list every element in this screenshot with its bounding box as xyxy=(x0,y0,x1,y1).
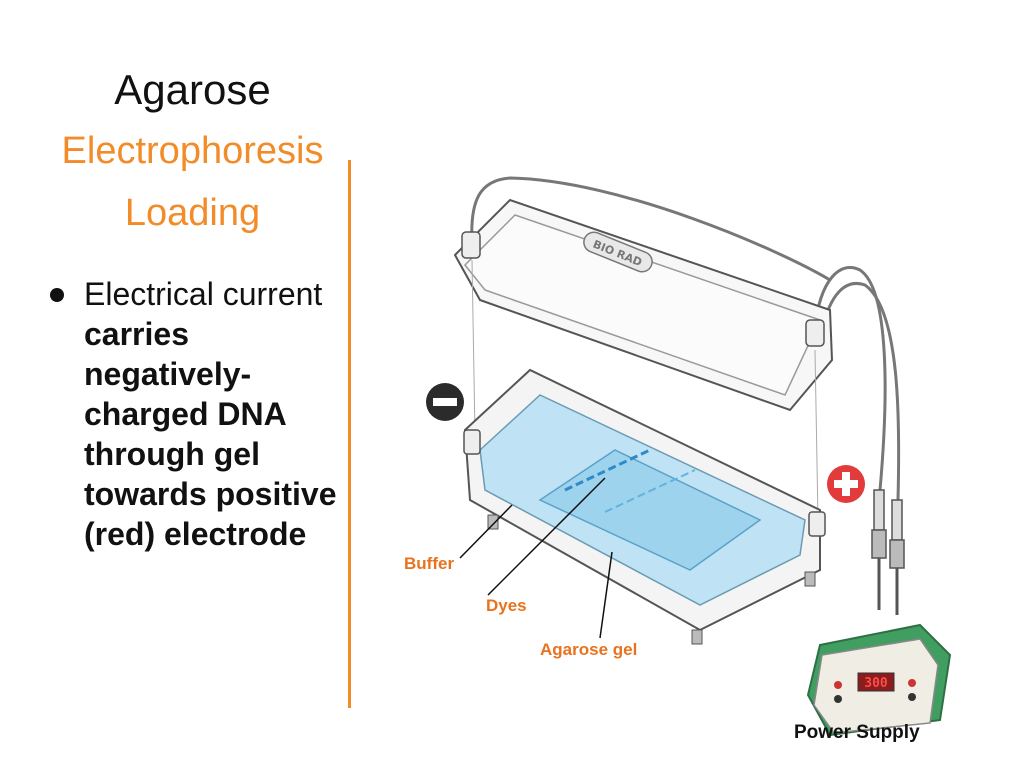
lid-post-right xyxy=(805,319,825,347)
tray-foot-3 xyxy=(804,571,816,587)
buffer-pointer-line xyxy=(459,504,513,559)
power-supply-device: 300 xyxy=(806,623,952,737)
electrophoresis-diagram: BIO RAD xyxy=(360,160,980,765)
tray-post-left xyxy=(463,429,481,455)
dyes-pointer-line xyxy=(487,477,606,596)
positive-electrode-icon xyxy=(827,465,865,503)
lid-post-left xyxy=(461,231,481,259)
power-display-readout: 300 xyxy=(864,676,888,691)
tray-post-right xyxy=(808,511,826,537)
label-power-supply: Power Supply xyxy=(794,722,920,743)
title-electrophoresis: Electrophoresis xyxy=(61,130,324,172)
red-wire-2 xyxy=(820,282,901,501)
agarose-pointer-line xyxy=(599,551,613,639)
slide-title: Agarose Electrophoresis Loading xyxy=(30,60,355,244)
bullet-text-bold: carries negatively-charged DNA through g… xyxy=(84,316,337,552)
bullet-text-regular: Electrical current xyxy=(84,276,323,312)
gel-box-illustration: BIO RAD xyxy=(426,176,952,737)
label-agarose-gel: Agarose gel xyxy=(540,640,638,659)
black-wire xyxy=(470,176,831,282)
title-agarose: Agarose xyxy=(114,66,271,113)
dye-band-2 xyxy=(604,469,696,513)
label-buffer: Buffer xyxy=(404,554,455,573)
tray-foot-1 xyxy=(487,514,499,530)
alignment-line-left xyxy=(471,259,476,436)
tray-foot-2 xyxy=(691,629,703,645)
bullet-item: Electrical current carries negatively-ch… xyxy=(84,274,344,554)
agarose-gel-slab xyxy=(538,449,762,571)
power-connector-plugs xyxy=(871,489,905,615)
bullet-list: Electrical current carries negatively-ch… xyxy=(44,274,344,554)
negative-electrode-icon xyxy=(426,383,464,421)
gel-tray xyxy=(463,368,826,645)
title-loading: Loading xyxy=(124,192,261,234)
dye-band-1 xyxy=(564,448,651,492)
vertical-divider xyxy=(348,160,351,708)
label-dyes: Dyes xyxy=(486,596,527,615)
lid: BIO RAD xyxy=(453,198,834,412)
red-wire xyxy=(813,266,887,491)
power-display xyxy=(857,672,895,692)
alignment-line-right xyxy=(814,349,819,521)
bullet-dot-icon xyxy=(50,288,64,302)
